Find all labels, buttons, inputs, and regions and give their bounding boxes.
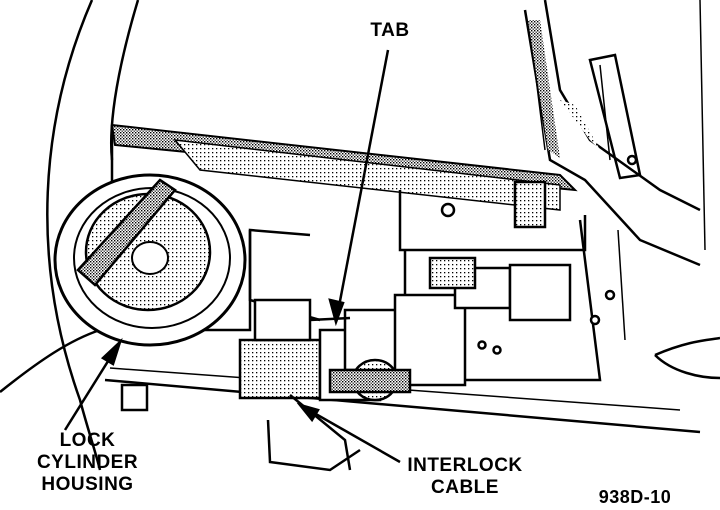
interlock-mechanism bbox=[120, 180, 572, 472]
interlock-label-line-1: INTERLOCK bbox=[407, 455, 523, 476]
lock-label-line-2: CYLINDER bbox=[36, 452, 139, 473]
bracket-shading bbox=[528, 20, 600, 158]
lock-label-line-3: HOUSING bbox=[41, 474, 134, 495]
lock-cylinder-housing bbox=[53, 173, 247, 347]
lock-label-line-1: LOCK bbox=[59, 430, 116, 451]
interlock-label-line-2: CABLE bbox=[431, 477, 499, 498]
tab-label: TAB bbox=[370, 20, 410, 41]
figure-code: 938D-10 bbox=[598, 487, 672, 507]
housing-top-shading bbox=[110, 123, 578, 211]
interlock-cable-label: INTERLOCK CABLE bbox=[395, 455, 535, 499]
lock-cylinder-housing-label: LOCK CYLINDER HOUSING bbox=[0, 430, 175, 496]
leader-lines bbox=[63, 49, 401, 464]
